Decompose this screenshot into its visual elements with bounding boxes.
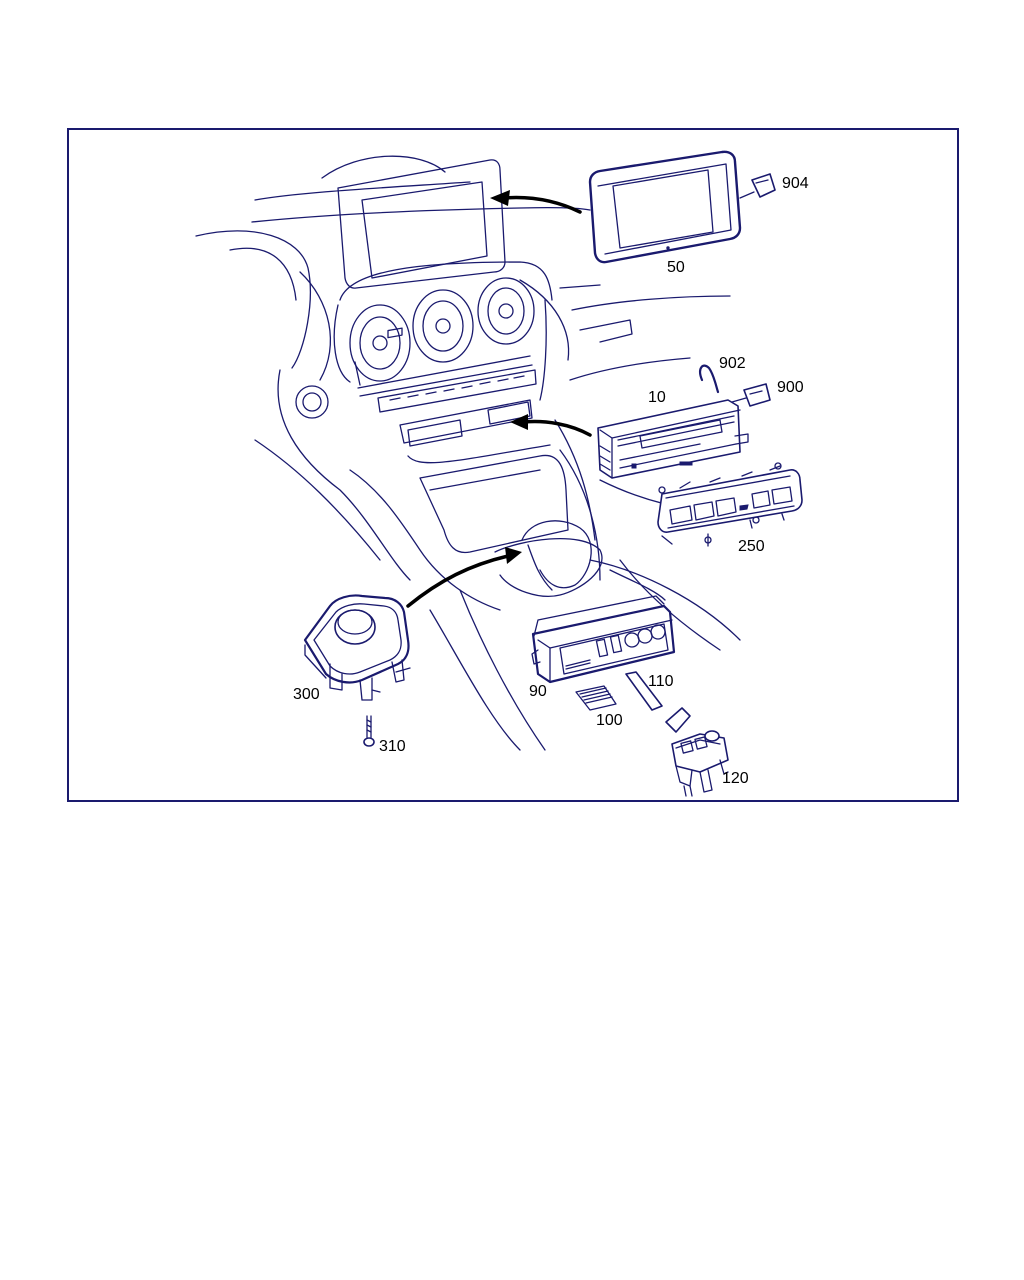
control-panel <box>657 462 803 547</box>
touchpad-controller <box>303 594 411 701</box>
head-unit <box>597 399 749 479</box>
center-stack <box>333 261 666 611</box>
insert-plate <box>575 685 617 711</box>
label-902: 902 <box>719 355 746 372</box>
arrow-head-unit <box>522 419 592 437</box>
part-labels: 50 904 10 902 900 250 300 310 90 100 110… <box>293 175 809 787</box>
label-100: 100 <box>596 712 623 729</box>
clip-part <box>699 364 720 394</box>
label-904: 904 <box>782 175 809 192</box>
arrow-display <box>502 195 582 214</box>
screw-part <box>363 715 375 747</box>
label-310: 310 <box>379 738 406 755</box>
label-50: 50 <box>667 259 685 276</box>
label-120: 120 <box>722 770 749 787</box>
dashboard-outline <box>195 155 741 751</box>
display-unit <box>588 150 742 264</box>
assembly-arrows <box>406 190 592 608</box>
cover-strip <box>625 671 663 711</box>
label-250: 250 <box>738 538 765 555</box>
label-10: 10 <box>648 389 666 406</box>
switch-module <box>665 707 729 797</box>
label-300: 300 <box>293 686 320 703</box>
display-connector <box>739 173 776 199</box>
switch-panel <box>531 595 676 684</box>
dashboard-display <box>337 159 506 289</box>
label-900: 900 <box>777 379 804 396</box>
head-unit-connector <box>731 383 771 407</box>
label-90: 90 <box>529 683 547 700</box>
diagram-frame <box>67 128 959 802</box>
label-110: 110 <box>648 673 674 690</box>
upper-button-row <box>387 327 525 401</box>
arrow-controller <box>406 554 510 608</box>
